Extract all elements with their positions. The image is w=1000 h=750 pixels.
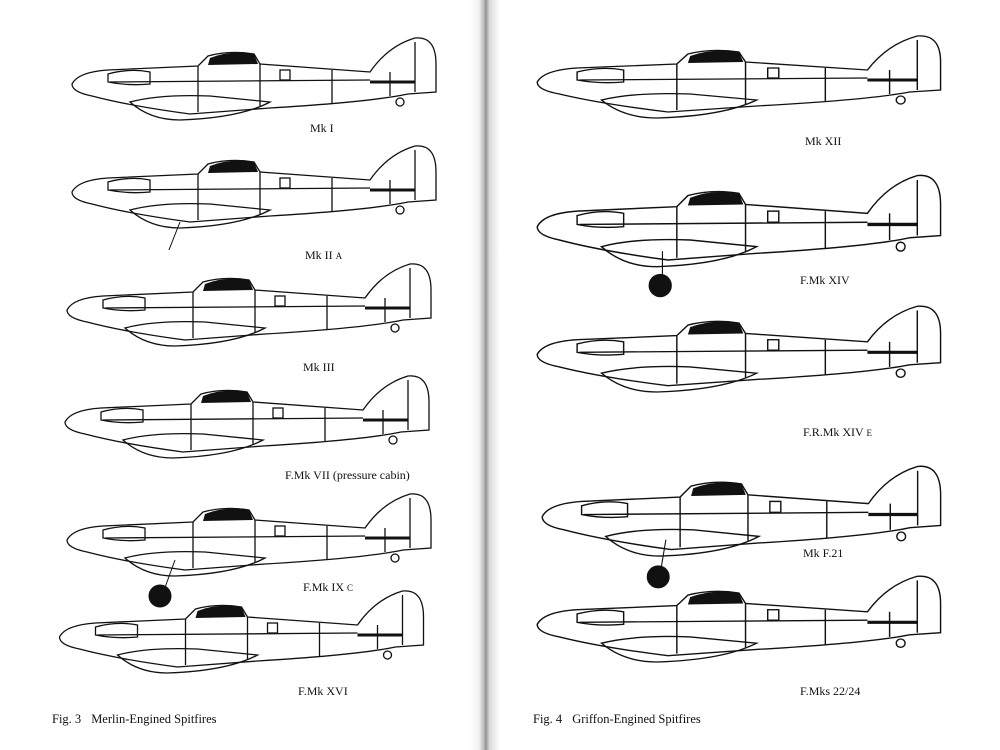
spitfire-mk-i-drawing: [70, 32, 440, 142]
spitfire-f-mk-xiv-drawing: [535, 160, 945, 298]
label-f-mk-vii: F.Mk VII (pressure cabin): [285, 468, 410, 482]
spitfire-f-mks-22-24-drawing: [535, 570, 945, 685]
spitfire-f-mk-ixc-drawing: [65, 478, 435, 608]
book-spine-fold: [470, 0, 500, 750]
spitfire-f-mk-vii-drawing: [58, 370, 438, 480]
spitfire-mk-iia-drawing: [70, 140, 440, 250]
label-f-mk-xvi: F.Mk XVI: [298, 684, 348, 698]
label-mk-iia: Mk II A: [305, 248, 343, 262]
spitfire-mk-xii-drawing: [535, 30, 945, 140]
label-fr-mk-xive: F.R.Mk XIV E: [803, 425, 872, 439]
label-f-mks-22-24: F.Mks 22/24: [800, 684, 861, 698]
label-f-mk-xiv: F.Mk XIV: [800, 273, 850, 287]
spitfire-mk-iii-drawing: [65, 258, 435, 368]
label-mk-xii: Mk XII: [805, 134, 842, 148]
label-f-mk-ixc: F.Mk IX C: [303, 580, 354, 594]
label-mk-iii: Mk III: [303, 360, 335, 374]
label-mk-i: Mk I: [310, 121, 334, 135]
label-mk-f21: Mk F.21: [803, 546, 844, 560]
spitfire-fr-mk-xive-drawing: [535, 300, 945, 415]
spitfire-f-mk-xvi-drawing: [50, 585, 435, 695]
spitfire-mk-f21-drawing: [540, 450, 945, 589]
